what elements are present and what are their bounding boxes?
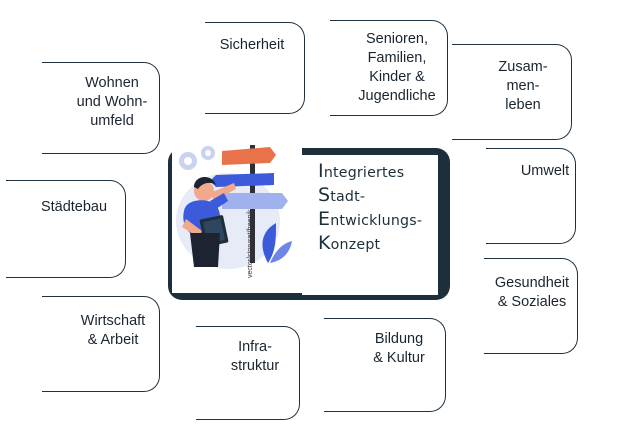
title-line-2: Stadt- bbox=[318, 184, 365, 206]
topic-box-staedtebau bbox=[6, 180, 126, 278]
title-initial: S bbox=[318, 184, 331, 206]
topic-label-wohnen: Wohnen und Wohn- umfeld bbox=[76, 75, 148, 129]
topic-label-senioren: Senioren, Familien, Kinder & Jugendliche bbox=[358, 31, 436, 104]
title-line-4: Konzept bbox=[318, 232, 380, 254]
topic-label-staedtebau: Städtebau bbox=[40, 199, 108, 215]
topic-box-gesundheit bbox=[484, 258, 578, 354]
topic-box-wohnen bbox=[42, 62, 160, 154]
topic-box-sicherheit bbox=[205, 22, 305, 114]
topic-label-zusammenleben: Zusam- men- leben bbox=[498, 59, 548, 113]
title-initial: I bbox=[318, 160, 324, 182]
title-panel bbox=[302, 155, 438, 295]
title-initial: E bbox=[318, 208, 331, 230]
title-rest: tadt- bbox=[330, 189, 366, 205]
topic-box-wirtschaft bbox=[42, 296, 160, 392]
topic-label-infrastruktur: Infra- struktur bbox=[230, 339, 280, 374]
topic-label-gesundheit: Gesundheit & Soziales bbox=[494, 275, 570, 310]
image-credit: vector/storyset/freepik bbox=[247, 209, 254, 278]
title-rest: onzept bbox=[330, 237, 381, 253]
topic-box-umwelt bbox=[486, 148, 576, 244]
illustration-panel bbox=[172, 135, 302, 293]
title-line-3: Entwicklungs- bbox=[318, 208, 422, 230]
title-rest: ntegriertes bbox=[323, 165, 405, 181]
topic-label-sicherheit: Sicherheit bbox=[219, 37, 285, 53]
person-with-signpost-illustration bbox=[176, 145, 292, 269]
topic-box-bildung bbox=[324, 318, 446, 412]
title-line-1: Integriertes bbox=[318, 160, 404, 182]
topic-label-wirtschaft: Wirtschaft & Arbeit bbox=[80, 313, 146, 348]
topic-box-senioren bbox=[330, 20, 448, 116]
topic-label-bildung: Bildung & Kultur bbox=[373, 331, 425, 366]
topic-box-infrastruktur bbox=[196, 326, 300, 420]
title-rest: ntwicklungs- bbox=[330, 213, 423, 229]
topic-label-umwelt: Umwelt bbox=[520, 163, 570, 179]
title-initial: K bbox=[318, 232, 331, 254]
topic-box-zusammenleben bbox=[452, 44, 572, 140]
